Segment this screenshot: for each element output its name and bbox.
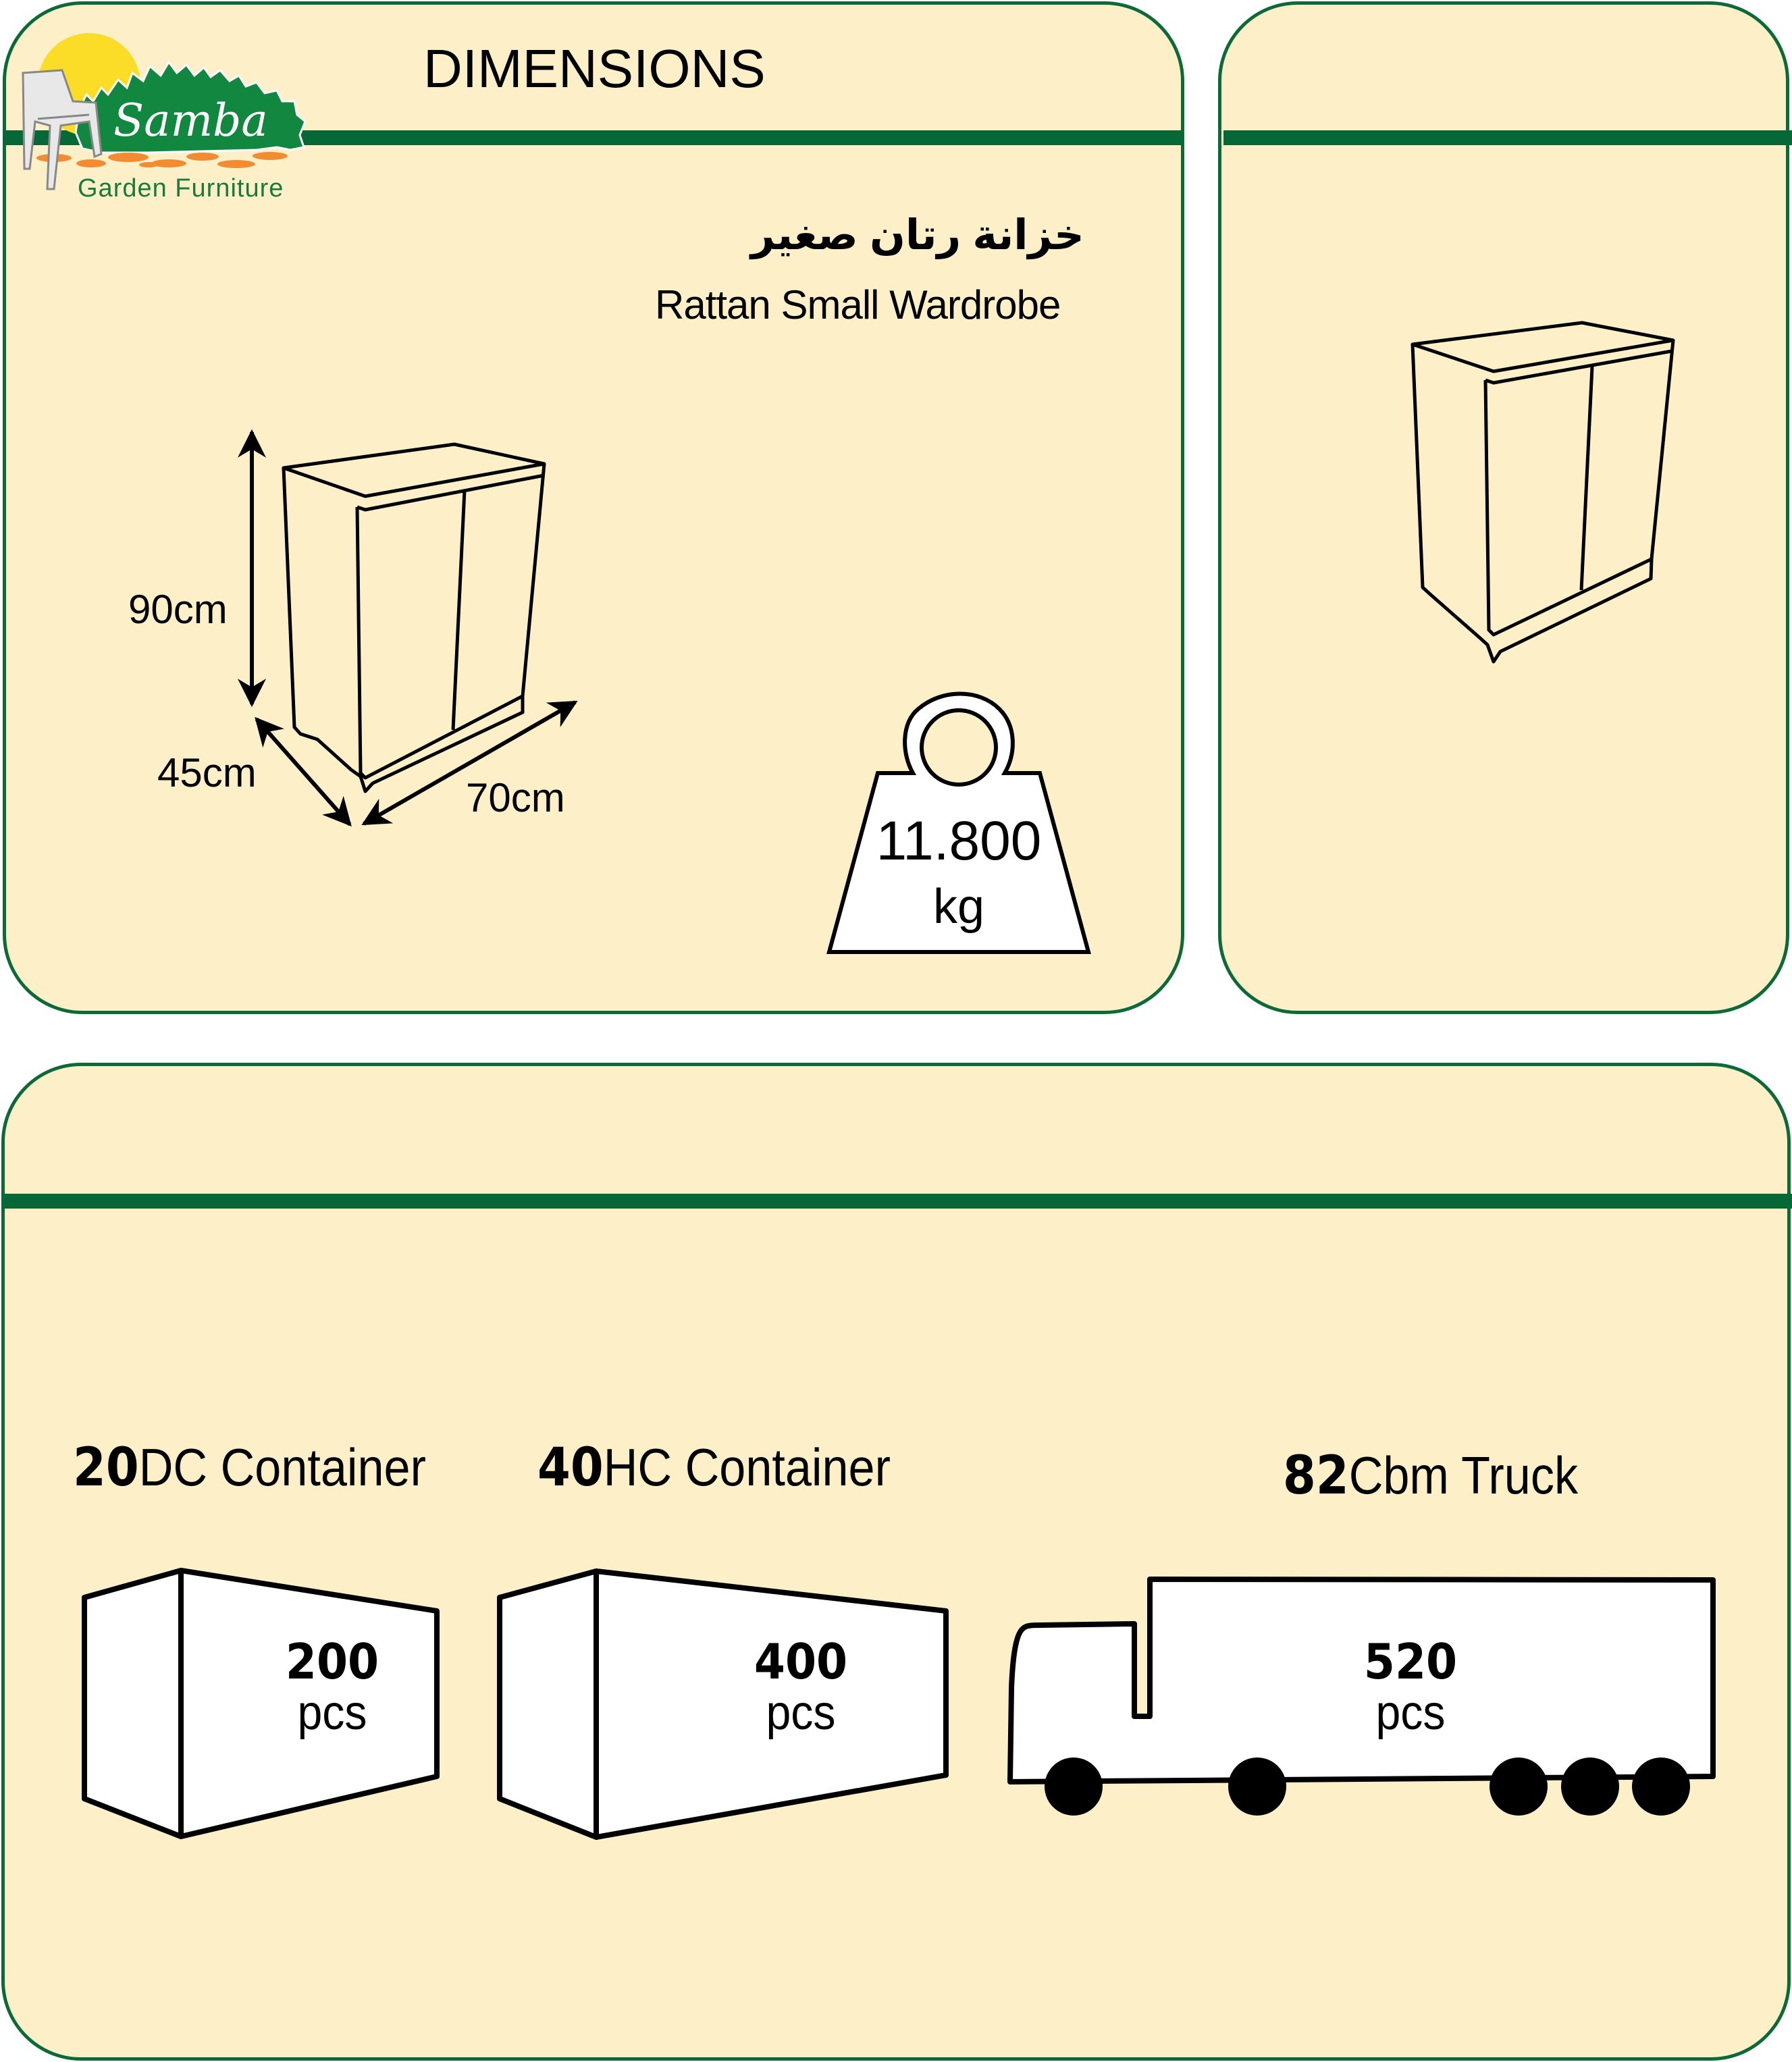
- container-20dc-icon: [82, 1568, 440, 1839]
- capacity-unit: pcs: [297, 1685, 367, 1740]
- shipping-size: 82: [1283, 1446, 1349, 1506]
- wardrobe-drawing-alt: [1411, 321, 1675, 664]
- shipping-type: DC Container: [138, 1437, 426, 1497]
- header-divider: [1, 1194, 1792, 1209]
- shipping-panel: [1, 1063, 1791, 2061]
- brand-name: Samba: [113, 95, 268, 147]
- weight-icon: [826, 691, 1091, 954]
- capacity-unit: pcs: [1375, 1685, 1446, 1740]
- shipping-size: 20: [73, 1437, 139, 1498]
- dimension-arrows: [238, 429, 578, 827]
- header-divider: [1223, 130, 1792, 145]
- capacity-count: 520: [1363, 1633, 1458, 1690]
- capacity-unit: pcs: [766, 1685, 836, 1740]
- depth-label: 45cm: [157, 750, 257, 795]
- product-name: Rattan Small Wardrobe: [655, 282, 1061, 327]
- capacity-count: 400: [754, 1633, 848, 1690]
- truck-icon: [1007, 1577, 1716, 1816]
- height-label: 90cm: [128, 587, 228, 632]
- page-title: DIMENSIONS: [423, 38, 766, 99]
- brand-tagline: Garden Furniture: [78, 174, 284, 203]
- width-arrow: [361, 700, 578, 826]
- brand-logo: [22, 33, 307, 190]
- bush-icon: [74, 60, 307, 154]
- shipping-size: 40: [537, 1437, 604, 1498]
- weight-unit: kg: [932, 880, 985, 934]
- truck-wheels: [1045, 1757, 1690, 1816]
- chair-icon: [22, 69, 103, 190]
- width-label: 70cm: [466, 775, 565, 820]
- shipping-title-40hc: 40HC Container: [537, 1441, 891, 1494]
- stones: [36, 152, 288, 168]
- shipping-type: HC Container: [603, 1437, 891, 1497]
- wardrobe-drawing: [282, 442, 546, 793]
- capacity-count: 200: [285, 1633, 379, 1690]
- container-40hc-icon: [497, 1568, 949, 1840]
- shipping-title-truck: 82Cbm Truck: [1283, 1449, 1578, 1502]
- weight-value: 11.800: [876, 810, 1042, 872]
- product-name-arabic: خزانة رتان صغير: [751, 212, 1084, 259]
- shipping-type: Cbm Truck: [1348, 1446, 1579, 1505]
- depth-arrow: [255, 716, 352, 827]
- product-view-panel: [1218, 1, 1789, 1014]
- shipping-title-20dc: 20DC Container: [73, 1441, 426, 1494]
